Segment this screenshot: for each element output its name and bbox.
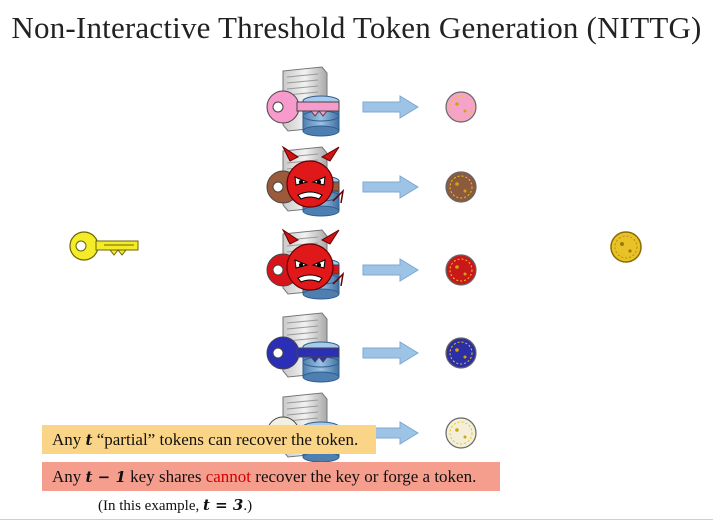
devil-icon [281,228,345,291]
share-row-3 [266,228,477,300]
devil-icon [281,145,345,208]
partial-token-recovery-box: Any t “partial” tokens can recover the t… [42,425,376,454]
partial-token-icon [445,417,477,449]
final-token-icon [610,231,642,263]
partial-token-icon [445,254,477,286]
share-row-4 [266,312,477,383]
note-post: .) [243,498,253,514]
note-var: t = 3 [202,496,244,514]
partial-token-icon [445,337,477,369]
box2-var: t − 1 [85,468,126,486]
master-key-icon [69,231,139,261]
partial-token-icon [445,171,477,203]
box2-cannot: cannot [205,467,252,486]
box2-pre: Any [52,467,86,486]
note-pre: (In this example, [98,498,203,514]
share-row-2 [266,145,477,217]
bottom-divider [0,519,713,520]
partial-token-icon [445,91,477,123]
arrow-icon [362,95,419,119]
box1-var: t [85,431,93,449]
arrow-icon [362,258,419,282]
slide-title: Non-Interactive Threshold Token Generati… [11,10,702,45]
box2-mid: key shares [125,467,206,486]
box2-post: recover the key or forge a token. [251,467,477,486]
key-share-security-box: Any t − 1 key shares cannot recover the … [42,462,500,491]
arrow-icon [362,341,419,365]
box1-post: “partial” tokens can recover the token. [92,430,359,449]
box1-pre: Any [52,430,86,449]
key-share-icon [266,90,340,124]
arrow-icon [362,175,419,199]
example-note: (In this example, t = 3.) [98,496,252,515]
share-row-1 [266,66,477,137]
key-share-icon [266,336,340,370]
